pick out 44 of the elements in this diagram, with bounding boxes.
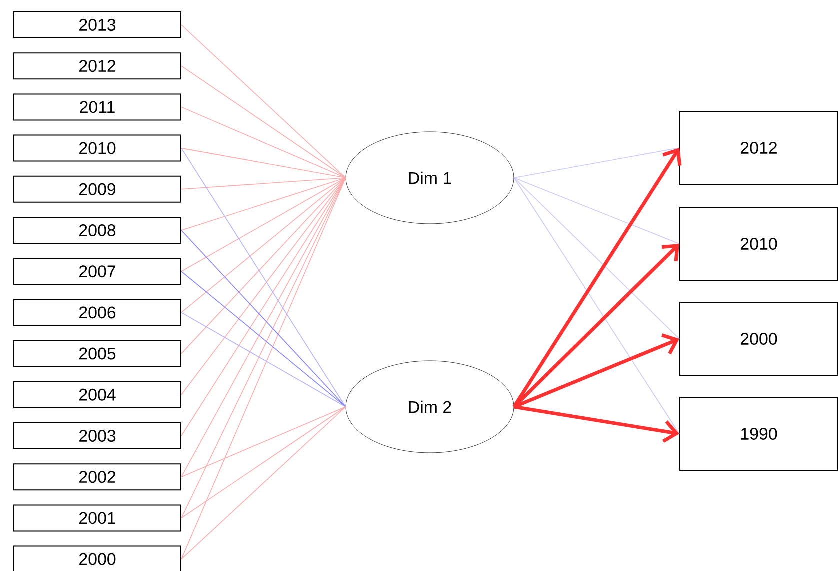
year-box: 2000	[14, 546, 182, 571]
year-box: 2012	[680, 111, 838, 185]
connector	[514, 148, 680, 178]
connector	[512, 148, 682, 408]
year-box: 2013	[14, 12, 182, 38]
year-box: 2006	[14, 299, 182, 326]
connector	[181, 406, 346, 560]
year-box: 2012	[14, 52, 182, 80]
year-box: 2002	[14, 464, 182, 491]
year-box: 1990	[680, 397, 838, 471]
connector	[181, 406, 346, 478]
year-box: 2005	[14, 340, 182, 368]
connector	[181, 406, 346, 519]
year-box: 2010	[14, 134, 182, 162]
connector	[512, 244, 680, 408]
year-box: 2010	[680, 207, 838, 281]
connector	[181, 106, 346, 178]
year-box: 2000	[680, 302, 838, 376]
ellipse-node: Dim 2	[346, 360, 514, 454]
year-box: 2001	[14, 504, 182, 532]
year-box: 2009	[14, 176, 182, 203]
ellipse-node: Dim 1	[346, 132, 514, 224]
connector	[181, 148, 346, 178]
connector	[181, 178, 346, 190]
connector	[181, 66, 346, 178]
connector	[181, 178, 346, 231]
connector	[514, 405, 680, 443]
connector	[181, 271, 346, 408]
connector	[514, 178, 680, 244]
connector	[181, 178, 346, 354]
year-box: 2007	[14, 258, 182, 286]
year-box: 2003	[14, 422, 182, 450]
connector	[181, 230, 346, 408]
connector	[514, 178, 680, 434]
connector	[514, 334, 680, 409]
connector	[181, 148, 346, 408]
year-box: 2004	[14, 381, 182, 408]
connector	[514, 178, 680, 340]
year-box: 2011	[14, 94, 182, 121]
connector	[181, 178, 346, 272]
year-box: 2008	[14, 217, 182, 244]
connector	[181, 178, 346, 314]
connector	[181, 24, 346, 178]
connector	[181, 312, 346, 408]
